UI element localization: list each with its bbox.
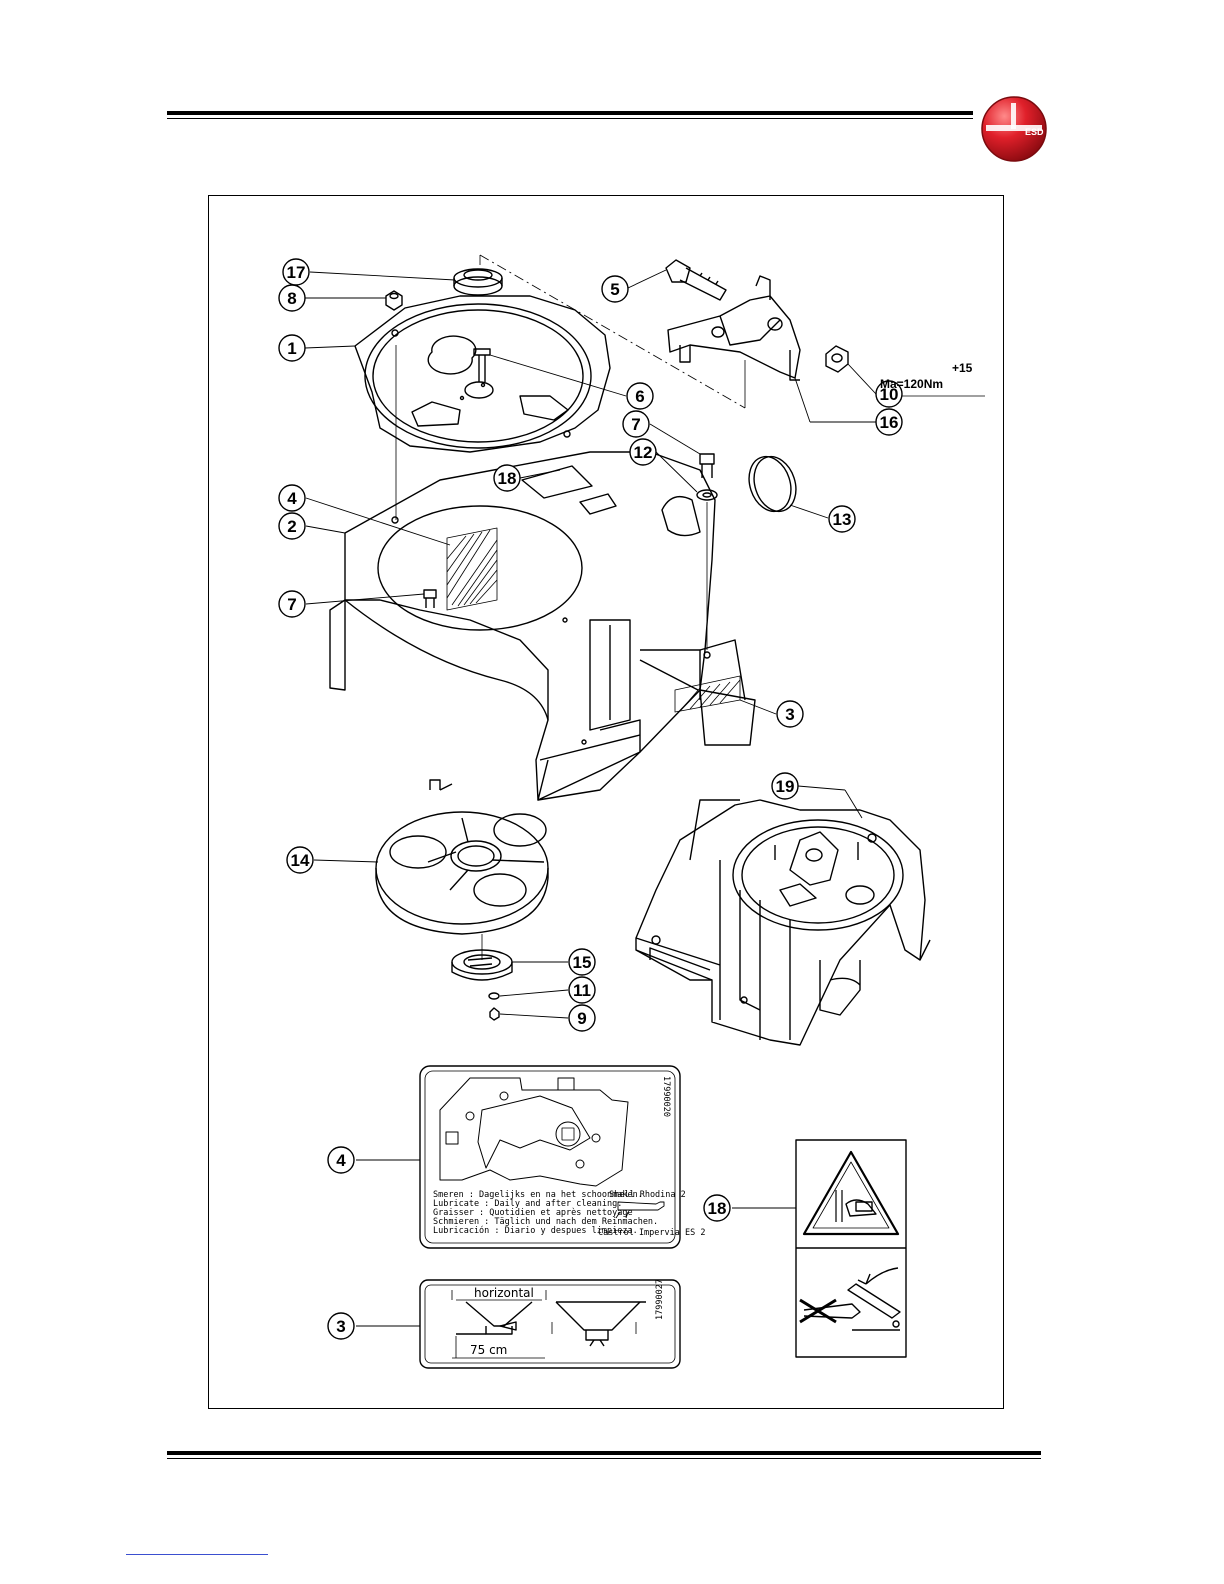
lube-line-3: Graisser : Quotidien et après nettoyage: [433, 1207, 633, 1218]
long-bolt-part: [665, 259, 727, 301]
footer-rule-thin: [167, 1458, 1041, 1459]
disc-part: [375, 779, 549, 960]
callout-4-upper: 4: [287, 489, 297, 508]
callout-19: 19: [776, 777, 795, 796]
callout-13: 13: [833, 510, 852, 529]
callout-15: 15: [573, 953, 592, 972]
lube-line-4: Schmieren : Täglich und nach dem Reinmac…: [433, 1217, 658, 1227]
level-label-code: 17990027: [655, 1279, 665, 1320]
callout-18-lower: 18: [708, 1199, 727, 1218]
small-nut-part: [489, 1007, 500, 1021]
exploded-view-frame: [208, 195, 1004, 1409]
housing-bolt-part: [395, 345, 437, 608]
lube-instruction-label: [419, 1065, 681, 1249]
red-disc-logo-icon: ESD: [981, 96, 1047, 162]
callout-4-lower: 4: [336, 1151, 346, 1170]
callout-7-lower: 7: [287, 595, 296, 614]
svg-text:ESD: ESD: [1025, 127, 1044, 137]
level-horizontal-text: horizontal: [474, 1286, 534, 1300]
callout-6: 6: [635, 387, 644, 406]
footer-link-underline[interactable]: [126, 1554, 268, 1555]
assembled-unit-part: [635, 799, 931, 1046]
lube-line-1: Smeren : Dagelijks en na het schoonmaken…: [433, 1190, 643, 1200]
callout-3-lower: 3: [336, 1317, 345, 1336]
footer-rule-thick: [167, 1451, 1041, 1455]
callout-1: 1: [287, 339, 296, 358]
callout-markers: 17 8 1 5 6 10 16 7 12 18 13 4 2 7 3 19 1…: [278, 258, 903, 1340]
callout-12: 12: [634, 443, 653, 462]
lube-decal-area: [446, 527, 498, 611]
callout-8: 8: [287, 289, 296, 308]
callout-7-upper: 7: [631, 415, 640, 434]
lube-line-5: Lubricación : Diario y despues limpieza.: [433, 1225, 638, 1236]
torque-value: Ma=120Nm: [880, 377, 943, 391]
torque-tolerance: +15: [952, 361, 973, 375]
callout-16: 16: [880, 413, 899, 432]
callout-18-upper: 18: [498, 469, 517, 488]
seal-ring-part: [748, 455, 797, 513]
callout-14: 14: [291, 851, 310, 870]
callout-11: 11: [573, 981, 591, 1000]
small-bolt-part: [473, 348, 491, 382]
lube-product-1: Shell Rhodina 2: [609, 1190, 686, 1200]
level-height-text: 75 cm: [470, 1343, 507, 1357]
callout-17: 17: [287, 263, 306, 282]
callout-10: 10: [880, 385, 899, 404]
nut-part: [385, 290, 403, 311]
top-plate-part: [354, 295, 611, 453]
callout-2: 2: [287, 517, 296, 536]
lube-label-code: 17990020: [661, 1076, 671, 1117]
bushing-part: [453, 268, 503, 296]
lube-line-2: Lubricate : Daily and after cleaning.: [433, 1199, 622, 1209]
lube-product-2: Castrol Impervia ES 2: [598, 1228, 705, 1238]
callout-3-upper: 3: [785, 705, 794, 724]
callout-9: 9: [577, 1009, 586, 1028]
bearing-part: [451, 949, 513, 981]
header-rule-thick: [167, 111, 973, 115]
main-housing-part: [329, 451, 756, 801]
side-bolt-part: [696, 453, 718, 650]
header-rule-thin: [167, 118, 973, 119]
level-instruction-label: [419, 1279, 681, 1369]
safety-pictogram-label: [795, 1139, 907, 1358]
nut-part-10: [825, 345, 849, 373]
washer-part: [488, 992, 500, 1000]
bracket-assembly-part: [667, 275, 801, 381]
callout-5: 5: [610, 280, 619, 299]
